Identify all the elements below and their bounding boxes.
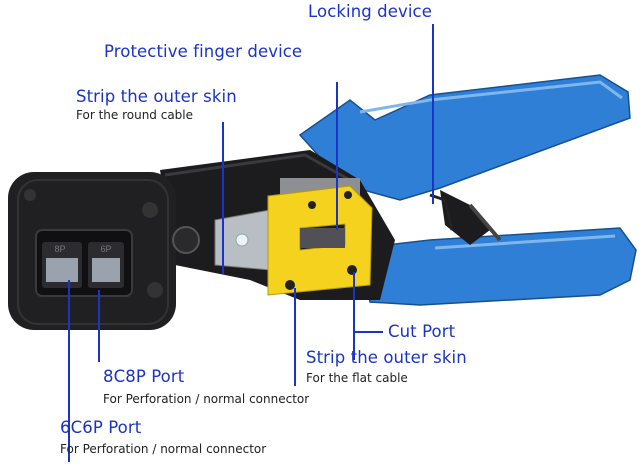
label-strip-outer-skin-round-sub: For the round cable: [76, 108, 194, 122]
callout-line-cut-port: [353, 272, 355, 360]
callout-line-8c8p: [98, 290, 100, 362]
label-cut-port: Cut Port: [388, 322, 456, 341]
pivot-bolt: [172, 226, 200, 254]
lower-handle: [359, 227, 637, 306]
die-mark-6p: 6P: [100, 244, 111, 254]
label-locking-device: Locking device: [308, 2, 432, 21]
die-mark-8p: 8P: [54, 244, 65, 254]
callout-line-locking-device: [432, 24, 434, 204]
label-8c8p-port-sub: For Perforation / normal connector: [103, 392, 310, 406]
label-6c6p-port: 6C6P Port: [60, 418, 142, 437]
label-6c6p-port-sub: For Perforation / normal connector: [60, 442, 267, 456]
label-strip-outer-skin-flat: Strip the outer skin: [306, 348, 467, 367]
label-protective-finger-device: Protective finger device: [104, 42, 303, 61]
label-strip-outer-skin-flat-sub: For the flat cable: [306, 371, 408, 385]
label-strip-outer-skin-round: Strip the outer skin: [76, 87, 237, 106]
callout-line-strip-flat: [294, 288, 296, 386]
callout-line-6c6p: [68, 280, 70, 462]
upper-handle: [298, 74, 631, 201]
callout-line-protective-finger: [336, 82, 338, 230]
label-8c8p-port: 8C8P Port: [103, 367, 185, 386]
callout-line-cut-port-h: [355, 331, 383, 333]
callout-line-strip-round: [222, 122, 224, 274]
